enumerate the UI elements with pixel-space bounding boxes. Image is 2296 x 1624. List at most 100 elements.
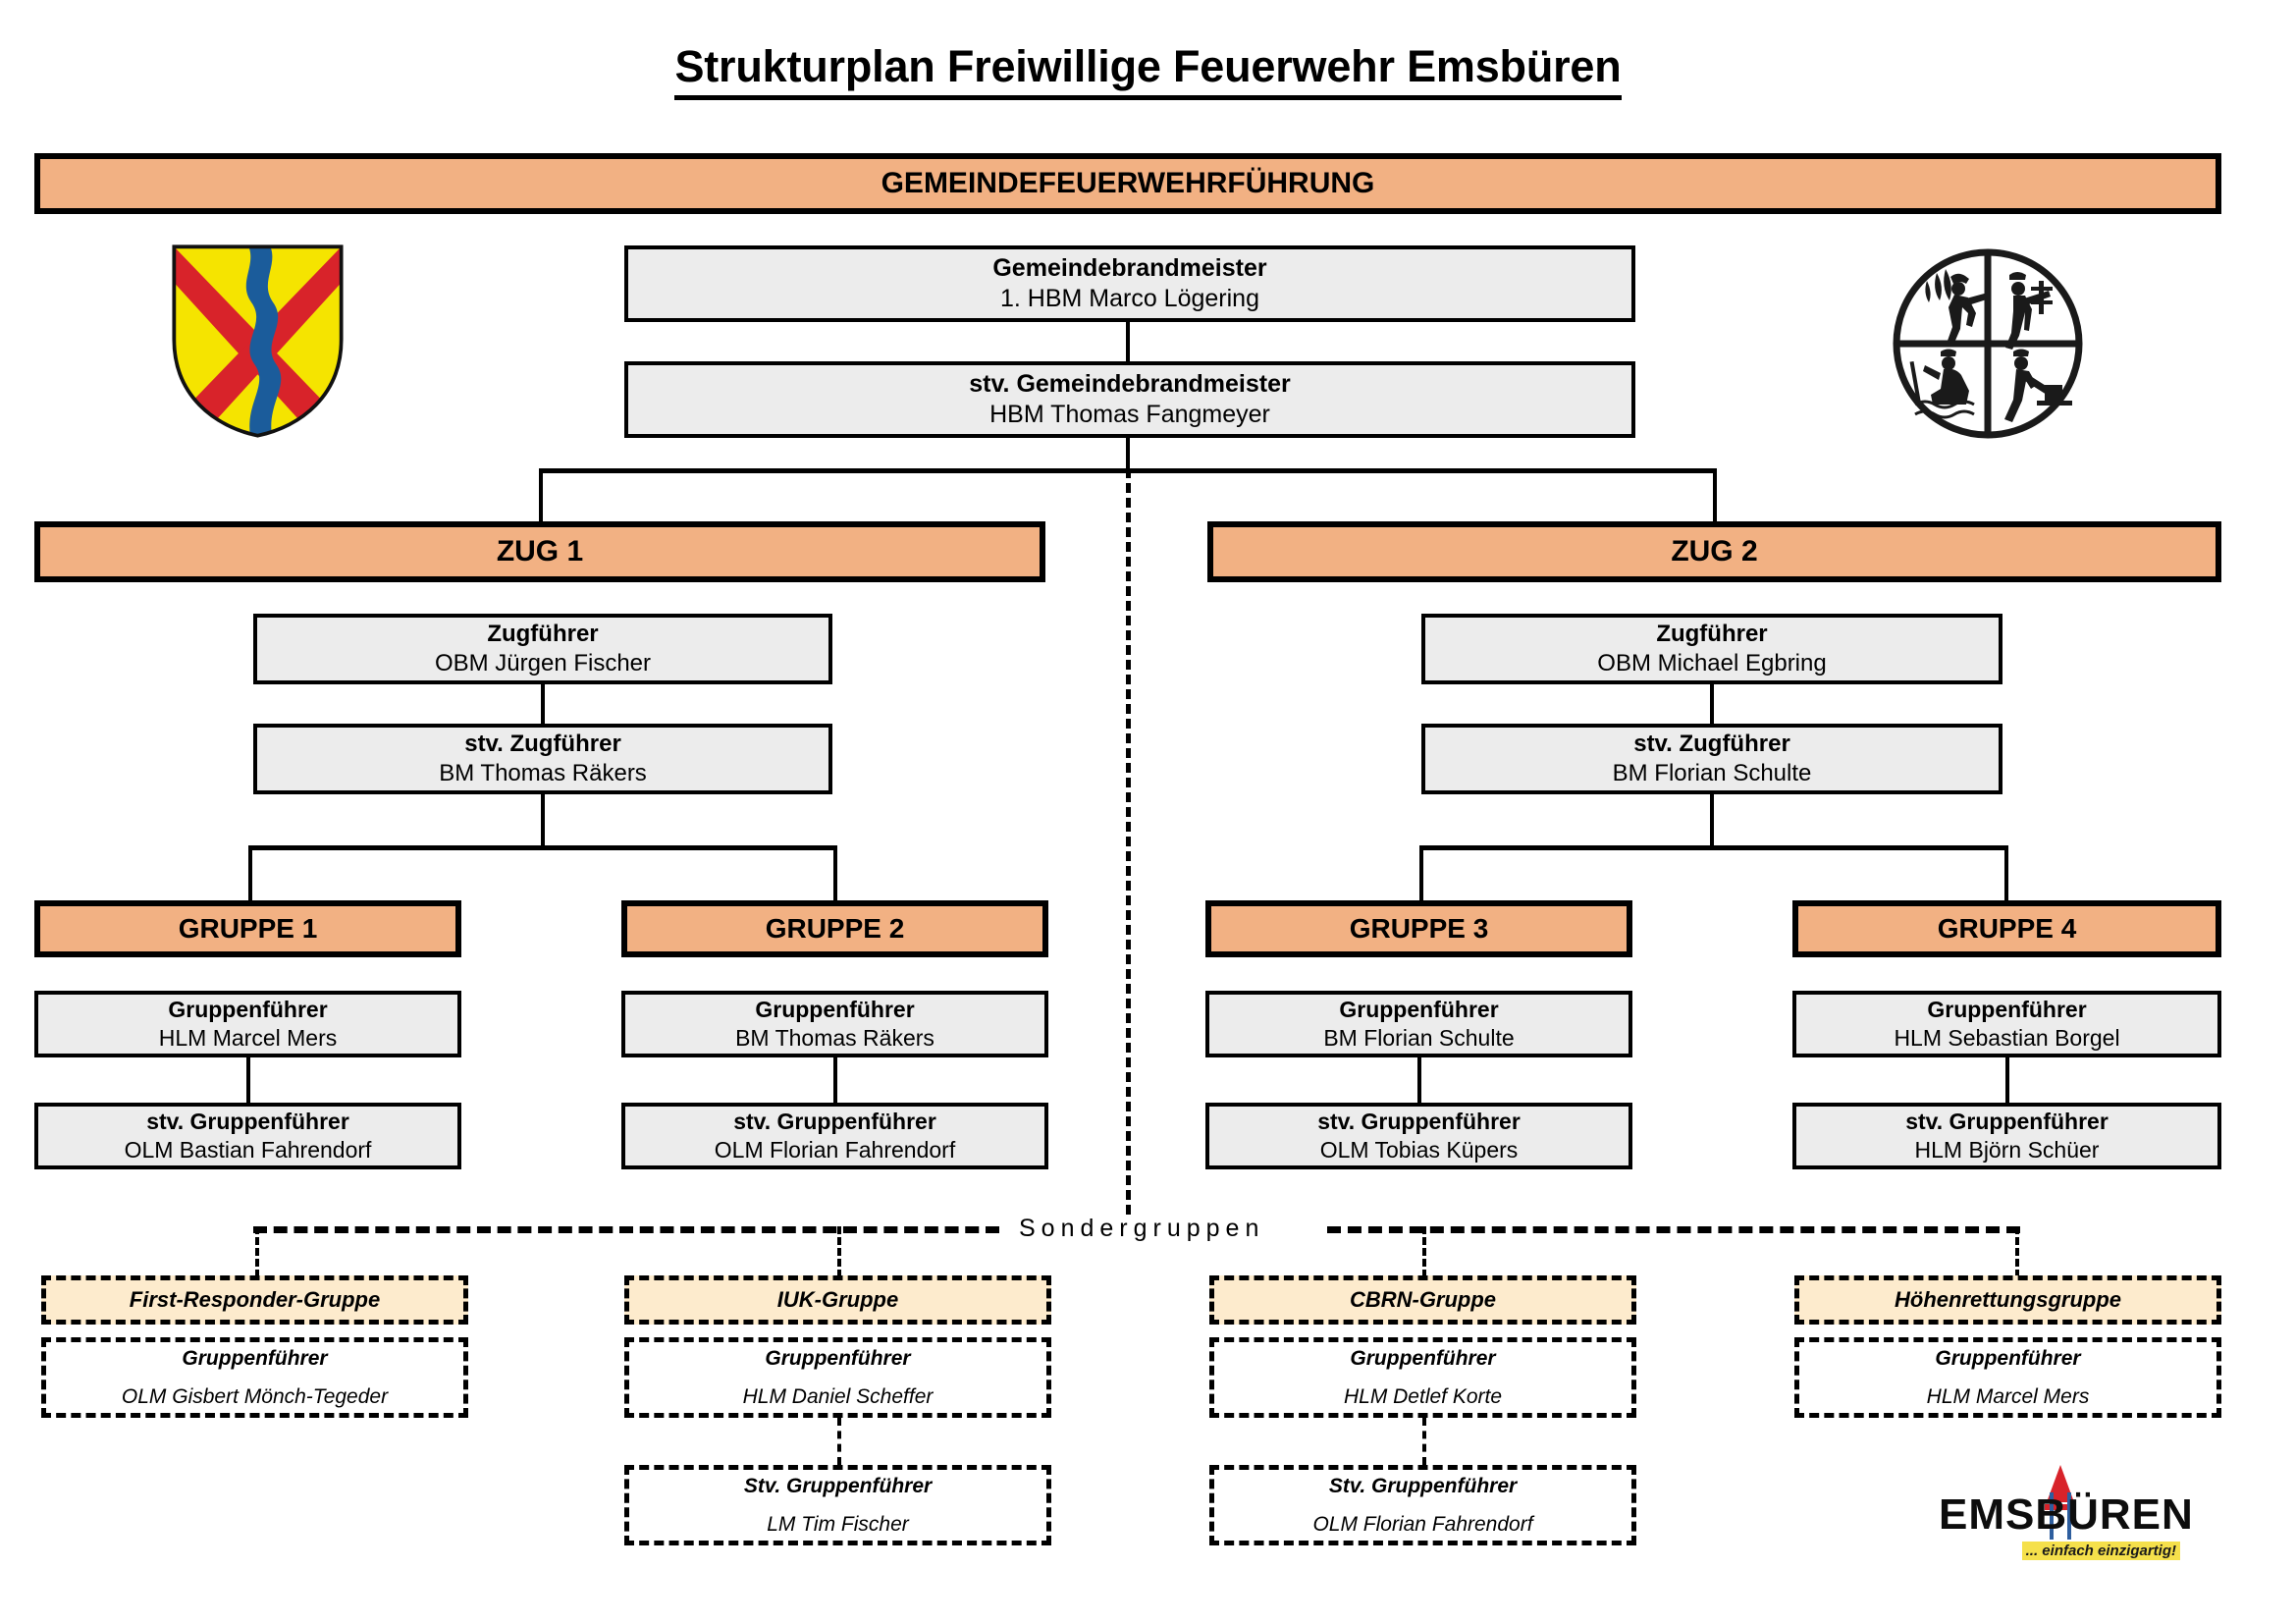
connector-gruppe3-drop — [1419, 845, 1423, 900]
sondergruppe-3-label: CBRN-Gruppe — [1349, 1287, 1497, 1312]
gruppe-2-stv-gruppenfuehrer-box[interactable]: stv. Gruppenführer OLM Florian Fahrendor… — [621, 1103, 1048, 1169]
role-label: stv. Gruppenführer — [1317, 1109, 1521, 1135]
gruppe-4-stv-gruppenfuehrer-box[interactable]: stv. Gruppenführer HLM Björn Schüer — [1792, 1103, 2221, 1169]
connector-gruppe2-drop — [833, 845, 837, 900]
person-label: LM Tim Fischer — [767, 1513, 909, 1536]
person-label: HBM Thomas Fangmeyer — [989, 401, 1270, 428]
person-label: BM Florian Schulte — [1323, 1025, 1515, 1051]
coat-of-arms-icon — [172, 244, 344, 438]
sondergruppe-3-gruppenfuehrer-box[interactable]: Gruppenführer HLM Detlef Korte — [1209, 1337, 1636, 1418]
gruppe-4-banner[interactable]: GRUPPE 4 — [1792, 900, 2221, 957]
person-label: HLM Daniel Scheffer — [742, 1385, 934, 1408]
role-label: Gruppenführer — [182, 1346, 328, 1370]
person-label: BM Thomas Räkers — [735, 1025, 934, 1051]
sondergruppe-1-label: First-Responder-Gruppe — [129, 1287, 381, 1312]
zug-1-label: ZUG 1 — [496, 535, 584, 568]
leadership-banner-label: GEMEINDEFEUERWEHRFÜHRUNG — [881, 167, 1375, 199]
sondergruppe-2-header[interactable]: IUK-Gruppe — [624, 1275, 1051, 1325]
role-label: Gruppenführer — [1350, 1346, 1496, 1370]
zug-1-zugfuehrer-box[interactable]: Zugführer OBM Jürgen Fischer — [253, 614, 832, 684]
connector-gruppe4-drop — [2004, 845, 2008, 900]
role-label: Gruppenführer — [765, 1346, 911, 1370]
person-label: OLM Florian Fahrendorf — [714, 1137, 956, 1163]
firefighter-quadrant-icon — [1893, 248, 2083, 439]
connector-sondergruppe-2-drop — [837, 1226, 841, 1277]
zug-1-banner[interactable]: ZUG 1 — [34, 521, 1045, 582]
page-title-text: Strukturplan Freiwillige Feuerwehr Emsbü… — [674, 41, 1622, 100]
gruppe-3-label: GRUPPE 3 — [1349, 913, 1489, 944]
connector-gruppe4-internal — [2005, 1057, 2009, 1103]
person-label: OLM Gisbert Mönch-Tegeder — [121, 1385, 389, 1408]
connector-sondergruppe-3-drop — [1422, 1226, 1426, 1277]
zug-2-stv-zugfuehrer-box[interactable]: stv. Zugführer BM Florian Schulte — [1421, 724, 2002, 794]
role-label: Stv. Gruppenführer — [743, 1474, 933, 1497]
gruppe-1-stv-gruppenfuehrer-box[interactable]: stv. Gruppenführer OLM Bastian Fahrendor… — [34, 1103, 461, 1169]
connector-sondergruppen-spine — [1126, 468, 1131, 1229]
person-label: HLM Detlef Korte — [1343, 1385, 1503, 1408]
sondergruppe-4-gruppenfuehrer-box[interactable]: Gruppenführer HLM Marcel Mers — [1794, 1337, 2221, 1418]
connector-gruppe1-drop — [248, 845, 252, 900]
gruppe-2-label: GRUPPE 2 — [765, 913, 905, 944]
role-label: stv. Zugführer — [1633, 731, 1790, 757]
sondergruppe-3-header[interactable]: CBRN-Gruppe — [1209, 1275, 1636, 1325]
sondergruppe-2-gruppenfuehrer-box[interactable]: Gruppenführer HLM Daniel Scheffer — [624, 1337, 1051, 1418]
gruppe-2-banner[interactable]: GRUPPE 2 — [621, 900, 1048, 957]
role-label: stv. Zugführer — [464, 731, 621, 757]
role-label: Zugführer — [1656, 621, 1768, 647]
connector-gruppe34-bus — [1419, 845, 2008, 850]
sondergruppe-3-stv-gruppenfuehrer-box[interactable]: Stv. Gruppenführer OLM Florian Fahrendor… — [1209, 1465, 1636, 1545]
gruppe-3-gruppenfuehrer-box[interactable]: Gruppenführer BM Florian Schulte — [1205, 991, 1632, 1057]
connector-zug2-to-gruppen — [1710, 794, 1714, 848]
connector-sondergruppe-1-drop — [255, 1226, 259, 1277]
gruppe-2-gruppenfuehrer-box[interactable]: Gruppenführer BM Thomas Räkers — [621, 991, 1048, 1057]
role-label: Stv. Gruppenführer — [1328, 1474, 1518, 1497]
sondergruppe-2-label: IUK-Gruppe — [776, 1287, 899, 1312]
gruppe-4-gruppenfuehrer-box[interactable]: Gruppenführer HLM Sebastian Borgel — [1792, 991, 2221, 1057]
leadership-stv-gemeindebrandmeister-box[interactable]: stv. Gemeindebrandmeister HBM Thomas Fan… — [624, 361, 1635, 438]
zug-2-banner[interactable]: ZUG 2 — [1207, 521, 2221, 582]
connector-zug1-to-gruppen — [541, 794, 545, 848]
role-label: Gruppenführer — [1935, 1346, 2081, 1370]
zug-1-stv-zugfuehrer-box[interactable]: stv. Zugführer BM Thomas Räkers — [253, 724, 832, 794]
gruppe-1-label: GRUPPE 1 — [178, 913, 318, 944]
person-label: OLM Florian Fahrendorf — [1312, 1513, 1533, 1536]
sondergruppen-bus-right — [1327, 1226, 2020, 1233]
connector-zug2-internal — [1710, 684, 1714, 724]
sondergruppe-1-gruppenfuehrer-box[interactable]: Gruppenführer OLM Gisbert Mönch-Tegeder — [41, 1337, 468, 1418]
gruppe-1-banner[interactable]: GRUPPE 1 — [34, 900, 461, 957]
logo-tagline: ... einfach einzigartig! — [2021, 1542, 2180, 1560]
leadership-banner[interactable]: GEMEINDEFEUERWEHRFÜHRUNG — [34, 153, 2221, 214]
role-label: Zugführer — [487, 621, 599, 647]
connector-zug1-drop — [539, 468, 543, 522]
emsbueren-logo: EMS BÜREN ... einfach einzigartig! — [1939, 1463, 2193, 1561]
role-label: Gemeindebrandmeister — [992, 253, 1267, 282]
leadership-gemeindebrandmeister-box[interactable]: Gemeindebrandmeister 1. HBM Marco Lögeri… — [624, 245, 1635, 322]
connector-gruppe2-internal — [833, 1057, 837, 1103]
role-label: Gruppenführer — [168, 997, 328, 1023]
role-label: stv. Gruppenführer — [733, 1109, 936, 1135]
role-label: Gruppenführer — [755, 997, 915, 1023]
sondergruppe-1-header[interactable]: First-Responder-Gruppe — [41, 1275, 468, 1325]
logo-wordmark: EMS BÜREN — [1939, 1490, 2193, 1540]
gruppe-1-gruppenfuehrer-box[interactable]: Gruppenführer HLM Marcel Mers — [34, 991, 461, 1057]
connector-leadership-vertical — [1126, 322, 1130, 361]
logo-word-right: BÜREN — [2035, 1490, 2194, 1539]
connector-zug1-internal — [541, 684, 545, 724]
zug-2-zugfuehrer-box[interactable]: Zugführer OBM Michael Egbring — [1421, 614, 2002, 684]
connector-sondergruppe-2-internal — [837, 1418, 841, 1465]
gruppe-3-stv-gruppenfuehrer-box[interactable]: stv. Gruppenführer OLM Tobias Küpers — [1205, 1103, 1632, 1169]
role-label: stv. Gruppenführer — [146, 1109, 349, 1135]
connector-sondergruppe-3-internal — [1422, 1418, 1426, 1465]
sondergruppe-4-header[interactable]: Höhenrettungsgruppe — [1794, 1275, 2221, 1325]
person-label: HLM Marcel Mers — [1926, 1385, 2090, 1408]
connector-sondergruppe-4-drop — [2015, 1226, 2019, 1277]
person-label: 1. HBM Marco Lögering — [999, 285, 1259, 312]
sondergruppe-2-stv-gruppenfuehrer-box[interactable]: Stv. Gruppenführer LM Tim Fischer — [624, 1465, 1051, 1545]
gruppe-3-banner[interactable]: GRUPPE 3 — [1205, 900, 1632, 957]
sondergruppen-caption: Sondergruppen — [1009, 1215, 1275, 1243]
person-label: HLM Sebastian Borgel — [1894, 1025, 2120, 1051]
connector-leadership-down — [1126, 438, 1130, 471]
connector-zug2-drop — [1713, 468, 1717, 522]
gruppe-4-label: GRUPPE 4 — [1937, 913, 2077, 944]
